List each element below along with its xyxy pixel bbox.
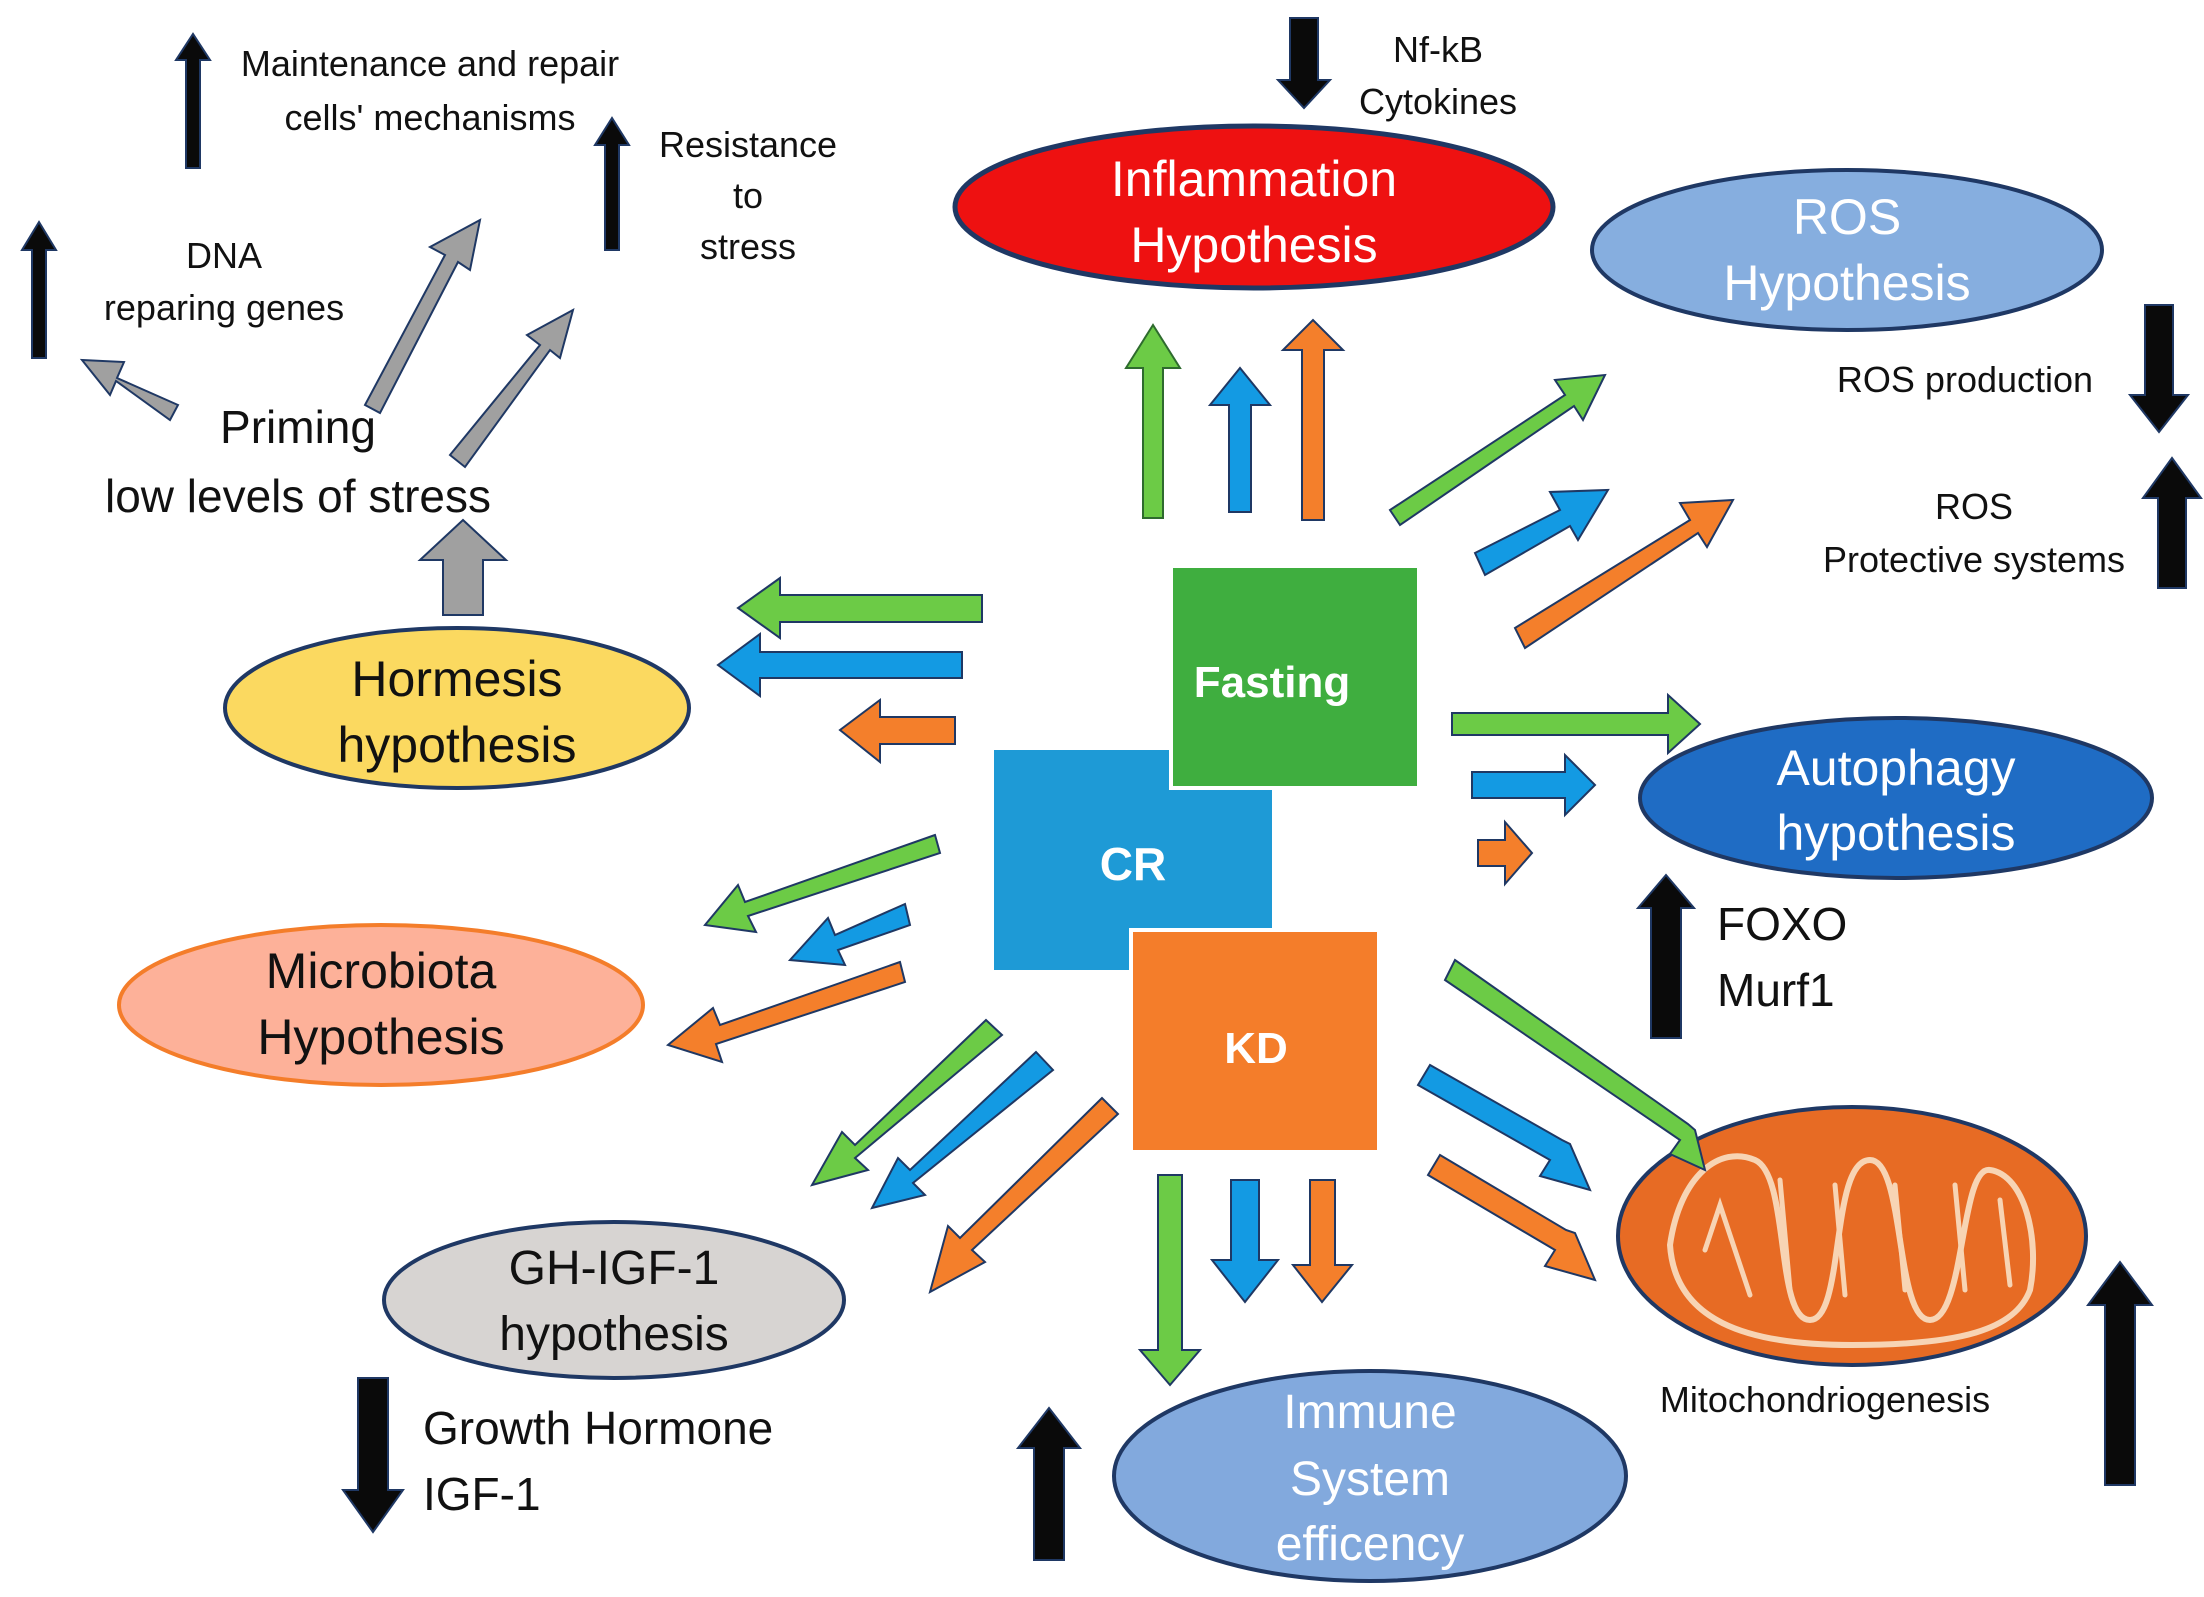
arrow-hormesis-priming: [417, 518, 509, 616]
cr-label: CR: [1100, 838, 1166, 890]
dna-label-line2: reparing genes: [104, 287, 344, 328]
maintenance-label-line2: cells' mechanisms: [285, 97, 576, 138]
arrow-cr-ghigf: [870, 1050, 1055, 1210]
ros-protective-label-line2: Protective systems: [1823, 539, 2125, 580]
kd-label: KD: [1224, 1024, 1288, 1073]
arrow-cr-inflammation: [1207, 366, 1273, 513]
resistance-label-line1: Resistance: [659, 124, 837, 165]
cytokines-label: Cytokines: [1359, 81, 1517, 122]
ghigf-label-line1: GH-IGF-1: [509, 1242, 720, 1295]
maintenance-label-line1: Maintenance and repair: [241, 43, 619, 84]
down-arrow-growth-hormone: [341, 1377, 405, 1534]
murf1-label: Murf1: [1717, 964, 1835, 1016]
arrow-kd-ghigf: [928, 1096, 1120, 1295]
arrow-cr-microbiota: [787, 902, 912, 967]
immune-label-line1: Immune: [1283, 1386, 1456, 1439]
arrow-priming-resistance: [448, 308, 575, 469]
arrow-kd-mito: [1426, 1153, 1597, 1282]
ros-protective-label-line1: ROS: [1935, 486, 2013, 527]
resistance-label-line2: to: [733, 175, 763, 216]
fasting-label: Fasting: [1194, 658, 1350, 707]
autophagy-label-line1: Autophagy: [1776, 740, 2015, 796]
arrow-cr-immune: [1209, 1179, 1281, 1304]
hormesis-label-line2: hypothesis: [337, 717, 576, 773]
arrow-cr-mito: [1416, 1063, 1592, 1192]
arrow-fasting-microbiota: [703, 833, 942, 934]
arrow-kd-hormesis: [838, 698, 956, 765]
hormesis-label-line1: Hormesis: [351, 651, 562, 707]
microbiota-hypothesis-node: Microbiota Hypothesis: [117, 923, 645, 1087]
down-arrow-nfkb: [1275, 17, 1333, 110]
dna-label-line1: DNA: [186, 235, 262, 276]
hormesis-hypothesis-node: Hormesis hypothesis: [223, 626, 691, 790]
arrow-priming-dna: [79, 358, 180, 422]
up-arrow-immune: [1015, 1406, 1083, 1561]
growth-hormone-label: Growth Hormone: [423, 1402, 773, 1454]
arrow-kd-autophagy: [1477, 819, 1534, 887]
arrow-fasting-ros: [1388, 373, 1607, 527]
down-arrow-ros-production: [2127, 304, 2191, 434]
mitochondriogenesis-label: Mitochondriogenesis: [1660, 1379, 1990, 1420]
igf1-label: IGF-1: [423, 1468, 541, 1520]
arrow-fasting-inflammation: [1124, 323, 1182, 519]
inflammation-label-line2: Hypothesis: [1130, 217, 1377, 273]
up-arrow-dna: [20, 220, 58, 359]
kd-node: KD: [1129, 928, 1381, 1154]
arrow-kd-immune: [1290, 1179, 1355, 1304]
autophagy-label-line2: hypothesis: [1776, 805, 2015, 861]
nfkb-label: Nf-kB: [1393, 29, 1483, 70]
arrow-kd-inflammation: [1280, 318, 1346, 521]
arrow-fasting-mito: [1443, 958, 1707, 1172]
priming-label-line1: Priming: [220, 401, 376, 453]
immune-hypothesis-node: Immune System efficency: [1112, 1369, 1628, 1583]
arrow-fasting-immune: [1137, 1174, 1203, 1387]
immune-label-line3: efficency: [1276, 1518, 1465, 1571]
arrow-priming-maintenance: [363, 218, 482, 415]
arrow-cr-hormesis: [716, 632, 963, 698]
up-arrow-maintenance: [174, 32, 212, 169]
arrow-cr-ros: [1473, 488, 1610, 577]
up-arrow-mitochondriogenesis: [2086, 1260, 2154, 1486]
arrow-kd-ros: [1513, 498, 1735, 650]
ros-label-line2: Hypothesis: [1723, 255, 1970, 311]
foxo-label: FOXO: [1717, 898, 1847, 950]
mitochondrion-icon: [1616, 1105, 2088, 1367]
up-arrow-resistance: [593, 116, 631, 251]
arrow-fasting-autophagy: [1451, 692, 1702, 756]
priming-label-line2: low levels of stress: [105, 470, 491, 522]
ghigf-hypothesis-node: GH-IGF-1 hypothesis: [382, 1220, 846, 1380]
ros-hypothesis-node: ROS Hypothesis: [1590, 168, 2104, 332]
up-arrow-foxo: [1635, 873, 1697, 1039]
arrow-cr-autophagy: [1471, 752, 1597, 818]
ghigf-label-line2: hypothesis: [499, 1308, 728, 1361]
fasting-node: Fasting: [1169, 564, 1421, 790]
inflammation-label-line1: Inflammation: [1111, 151, 1397, 207]
ros-production-label: ROS production: [1837, 359, 2093, 400]
ros-label-line1: ROS: [1793, 189, 1901, 245]
arrow-fasting-hormesis: [736, 576, 983, 640]
resistance-label-line3: stress: [700, 226, 796, 267]
arrow-fasting-ghigf: [809, 1018, 1004, 1187]
immune-label-line2: System: [1290, 1453, 1450, 1506]
up-arrow-ros-protective: [2141, 456, 2203, 589]
inflammation-hypothesis-node: Inflammation Hypothesis: [952, 123, 1556, 291]
autophagy-hypothesis-node: Autophagy hypothesis: [1638, 716, 2154, 880]
arrow-kd-microbiota: [665, 960, 907, 1064]
microbiota-label-line2: Hypothesis: [257, 1009, 504, 1065]
microbiota-label-line1: Microbiota: [266, 943, 497, 999]
